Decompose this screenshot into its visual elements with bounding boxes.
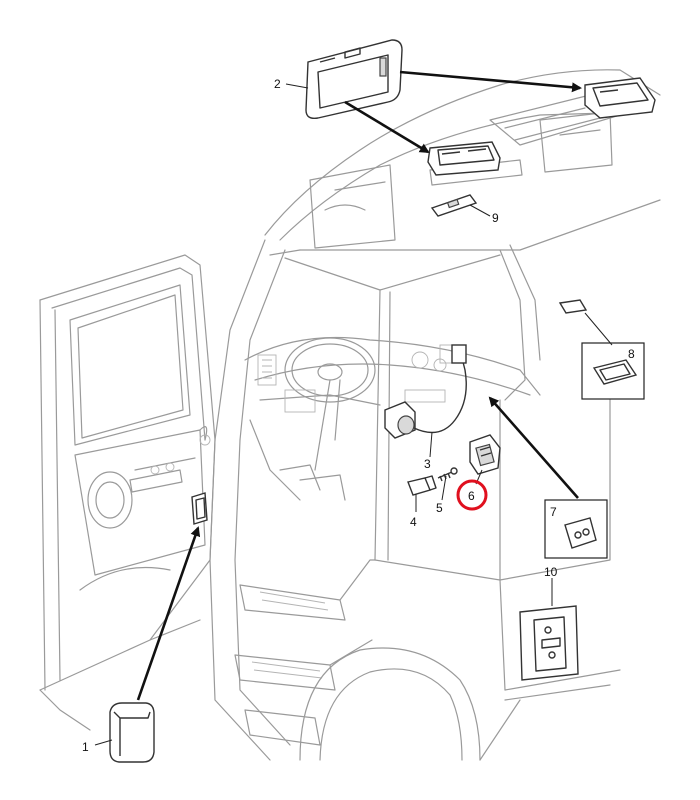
- arrows: [136, 70, 582, 701]
- callout-7: 7: [550, 505, 557, 519]
- part-4-relay: [407, 475, 437, 496]
- part-5-screw: [437, 467, 458, 482]
- part-8-inset: [558, 299, 645, 400]
- cab-outline: [39, 69, 661, 761]
- part-9-reading-lamp: [430, 194, 478, 217]
- callout-labels: 1 2 3 4 5 6 7 8 9 10: [82, 77, 635, 754]
- callout-1: 1: [82, 740, 89, 754]
- callout-4: 4: [410, 515, 417, 529]
- part-7-inset: [544, 499, 608, 559]
- part-6-switch-module: [469, 434, 501, 475]
- part-3-switch: [384, 344, 467, 439]
- callout-6: 6: [468, 489, 475, 503]
- callout-3: 3: [424, 457, 431, 471]
- door-lamp-mount: [191, 492, 208, 525]
- callout-8: 8: [628, 347, 635, 361]
- part-10-panel: [519, 605, 579, 681]
- roof-lamp-right: [584, 77, 656, 119]
- callout-10: 10: [544, 565, 558, 579]
- part-1-door-lamp: [109, 702, 155, 763]
- roof-lamp-left: [427, 141, 501, 176]
- callout-2: 2: [274, 77, 281, 91]
- part-2-roof-lamp: [305, 39, 403, 120]
- callout-9: 9: [492, 211, 499, 225]
- highlight-ring-callout-6: [456, 479, 488, 511]
- leader-lines: [94, 83, 613, 746]
- callout-5: 5: [436, 501, 443, 515]
